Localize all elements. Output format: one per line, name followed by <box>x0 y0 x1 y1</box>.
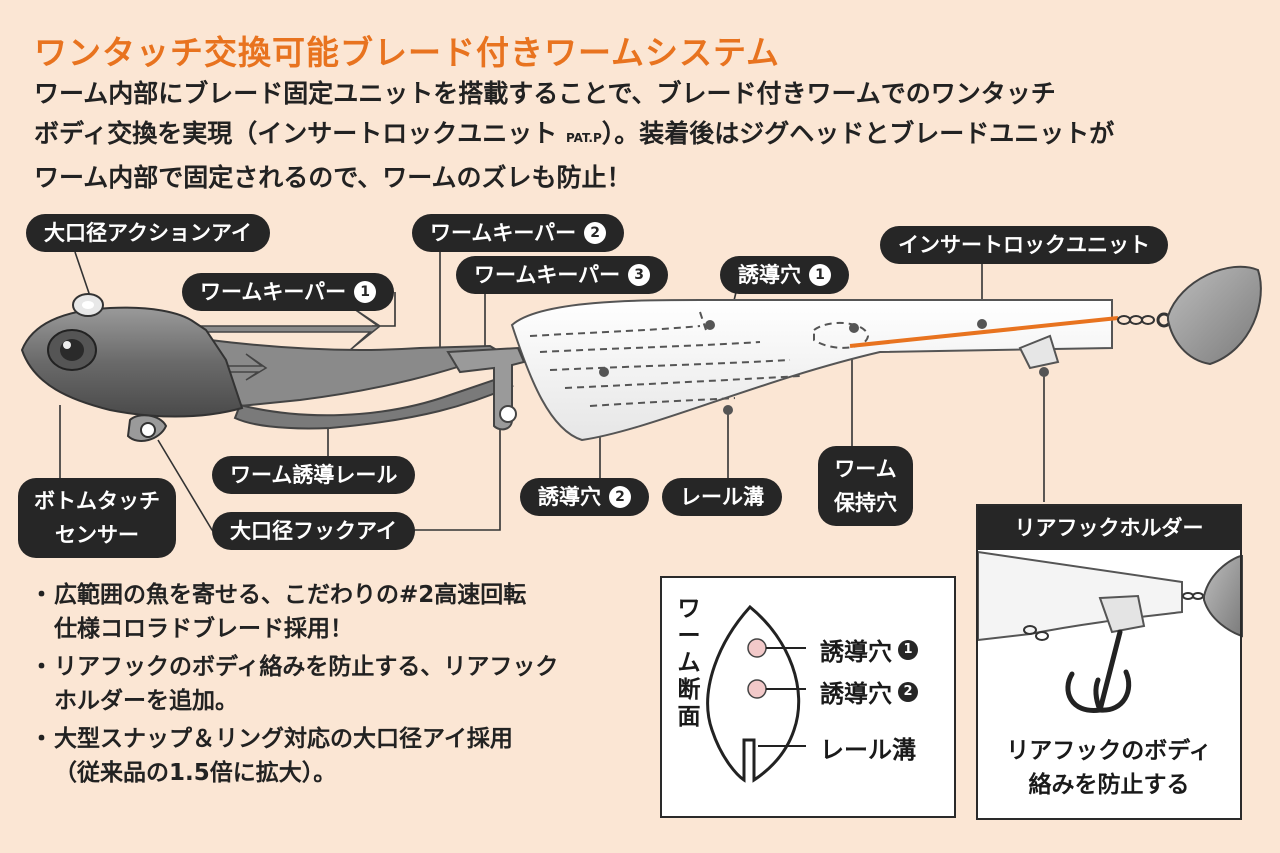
label-text: 保持穴 <box>834 491 897 515</box>
rear-hook-holder-box: リアフックホルダー リアフックのボディ 絡みを防止する <box>976 504 1242 820</box>
intro-line-3: ワーム内部で固定されるので、ワームのズレも防止！ <box>34 163 632 192</box>
circle-number: 1 <box>809 264 831 286</box>
label-text: ワーム誘導レール <box>230 463 398 487</box>
circle-number: 2 <box>584 222 607 244</box>
label-worm-keeper-3: ワームキーパー 3 <box>456 256 669 294</box>
blade-assembly <box>1117 265 1262 366</box>
feature-list: ・ 広範囲の魚を寄せる、こだわりの#2高速回転仕様コロラドブレード採用！ ・ リ… <box>30 578 650 794</box>
worm-cross-section-box: ワーム断面 <box>660 576 956 818</box>
circle-number: 2 <box>898 681 918 702</box>
label-bottom-touch-sensor: ボトムタッチセンサー <box>18 478 176 558</box>
label-text: レール溝 <box>680 485 764 509</box>
label-worm-keeper-1: ワームキーパー 1 <box>182 273 395 311</box>
intro-line-1: ワーム内部にブレード固定ユニットを搭載することで、ブレード付きワームでのワンタッ… <box>34 79 1056 108</box>
patent-pending: PAT.P <box>565 131 602 145</box>
section-label-guide-hole-1: 誘導穴 1 <box>820 632 918 667</box>
worm-cross-section <box>706 604 806 783</box>
intro-line-2a: ボディ交換を実現（インサートロックユニット <box>34 119 566 148</box>
worm-body <box>510 299 1119 442</box>
label-text: ボトムタッチ <box>34 489 160 513</box>
label-text: センサー <box>55 523 139 547</box>
label-guide-hole-1: 誘導穴 1 <box>720 256 849 294</box>
circle-number: 3 <box>628 264 651 286</box>
label-worm-keeper-2: ワームキーパー 2 <box>412 214 625 252</box>
label-rail-groove: レール溝 <box>662 478 782 516</box>
list-item: ・ リアフックのボディ絡みを防止する、リアフックホルダーを追加。 <box>30 650 650 718</box>
label-text: ワームキーパー <box>200 280 347 304</box>
label-text: 大口径アクションアイ <box>44 221 252 245</box>
section-label-rail-groove: レール溝 <box>820 730 916 765</box>
label-worm-holding-hole: ワーム保持穴 <box>818 446 913 526</box>
label-guide-hole-2: 誘導穴 2 <box>520 478 649 516</box>
label-text: レール溝 <box>820 736 916 764</box>
rear-hook-holder-illustration <box>977 550 1243 713</box>
list-item-line: リアフックのボディ絡みを防止する、リアフック <box>54 654 559 680</box>
label-text: 大口径フックアイ <box>230 519 397 543</box>
rear-hook-holder-caption: リアフックのボディ 絡みを防止する <box>978 734 1240 802</box>
label-text: インサートロックユニット <box>898 233 1150 257</box>
label-text: ワームキーパー <box>430 221 577 245</box>
label-large-action-eye: 大口径アクションアイ <box>26 214 270 252</box>
list-item-line: 大型スナップ＆リング対応の大口径アイ採用 <box>54 726 513 752</box>
list-item-line: ホルダーを追加。 <box>54 688 238 714</box>
intro-line-2b: ）。装着後はジグヘッドとブレードユニットが <box>601 119 1115 148</box>
label-text: ワームキーパー <box>474 263 621 287</box>
label-text: 誘導穴 <box>820 638 892 666</box>
caption-line: リアフックのボディ <box>1006 738 1212 764</box>
label-large-hook-eye: 大口径フックアイ <box>212 512 415 550</box>
circle-number: 2 <box>609 486 631 508</box>
label-insert-lock-unit: インサートロックユニット <box>880 226 1168 264</box>
rear-hook-holder-title: リアフックホルダー <box>978 506 1240 550</box>
label-text: 誘導穴 <box>820 680 892 708</box>
circle-number: 1 <box>354 281 377 303</box>
section-label-guide-hole-2: 誘導穴 2 <box>820 674 918 709</box>
circle-number: 1 <box>898 639 918 660</box>
label-text: ワーム <box>834 457 897 481</box>
label-worm-guide-rail: ワーム誘導レール <box>212 456 416 494</box>
cross-section-title: ワーム断面 <box>677 596 701 730</box>
label-text: 誘導穴 <box>538 485 601 509</box>
list-item: ・ 広範囲の魚を寄せる、こだわりの#2高速回転仕様コロラドブレード採用！ <box>30 578 650 646</box>
page-title: ワンタッチ交換可能ブレード付きワームシステム <box>34 33 781 72</box>
intro-text: ワーム内部にブレード固定ユニットを搭載することで、ブレード付きワームでのワンタッ… <box>34 74 1254 198</box>
jig-head <box>20 293 526 442</box>
caption-line: 絡みを防止する <box>1028 772 1190 798</box>
list-item-line: 広範囲の魚を寄せる、こだわりの#2高速回転 <box>54 582 527 608</box>
list-item: ・ 大型スナップ＆リング対応の大口径アイ採用（従来品の1.5倍に拡大）。 <box>30 722 650 790</box>
intro-line-2: ボディ交換を実現（インサートロックユニット PAT.P）。装着後はジグヘッドとブ… <box>34 114 1254 158</box>
label-text: 誘導穴 <box>738 263 801 287</box>
list-item-line: （従来品の1.5倍に拡大）。 <box>54 760 337 786</box>
list-item-line: 仕様コロラドブレード採用！ <box>54 616 353 642</box>
